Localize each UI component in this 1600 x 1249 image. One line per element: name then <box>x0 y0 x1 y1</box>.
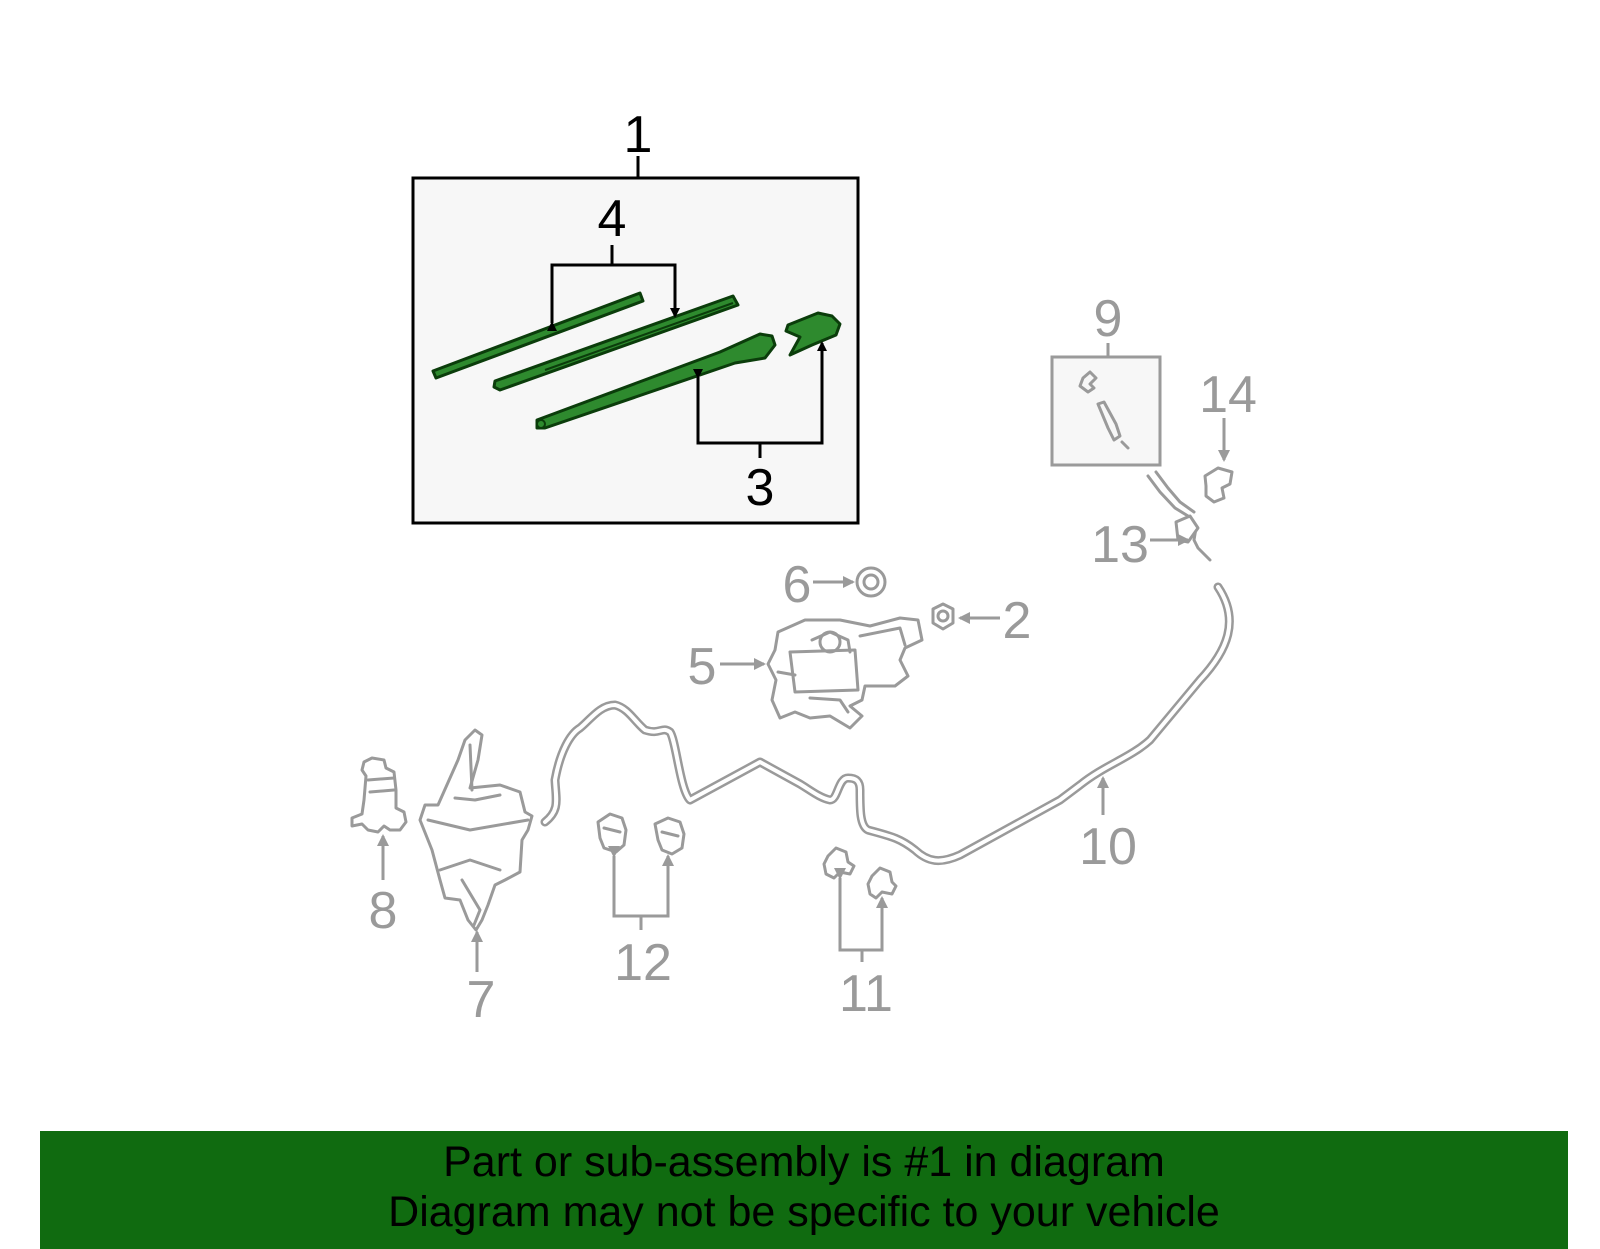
callout-11: 11 <box>839 965 893 1023</box>
washer-hose-10[interactable] <box>540 582 1234 866</box>
callout-8: 8 <box>369 882 398 940</box>
leader-3 <box>693 341 827 458</box>
callout-4: 4 <box>598 190 627 248</box>
callout-9: 9 <box>1094 290 1123 348</box>
info-banner: Part or sub-assembly is #1 in diagram Di… <box>40 1131 1568 1249</box>
pivot-cap[interactable] <box>855 566 887 598</box>
callout-13: 13 <box>1091 516 1149 574</box>
hose-clip-12a[interactable] <box>596 812 628 854</box>
hose-clip-11b[interactable] <box>866 866 898 900</box>
callout-3: 3 <box>746 459 775 517</box>
callout-14: 14 <box>1199 366 1257 424</box>
leader-12 <box>608 846 674 930</box>
washer-reservoir[interactable] <box>418 728 534 932</box>
hose-clip-14[interactable] <box>1203 466 1234 504</box>
callout-7: 7 <box>467 971 496 1029</box>
callout-2: 2 <box>1003 592 1032 650</box>
callout-6: 6 <box>783 556 812 614</box>
banner-line-2: Diagram may not be specific to your vehi… <box>388 1188 1220 1236</box>
leader-11 <box>834 868 888 962</box>
hose-clip-11a[interactable] <box>822 846 856 880</box>
washer-nozzle-joint-13[interactable] <box>1146 470 1212 562</box>
washer-pump[interactable] <box>350 756 408 834</box>
pivot-nut[interactable] <box>931 602 955 631</box>
callout-1: 1 <box>624 106 653 164</box>
hose-clip-12b[interactable] <box>653 816 686 856</box>
wiper-motor[interactable] <box>766 616 924 730</box>
callout-10: 10 <box>1079 818 1137 876</box>
hose-kit-box-9[interactable] <box>1050 355 1162 467</box>
callout-12: 12 <box>614 934 672 992</box>
leader-4 <box>547 245 680 331</box>
callout-5: 5 <box>688 638 717 696</box>
banner-line-1: Part or sub-assembly is #1 in diagram <box>443 1138 1165 1186</box>
